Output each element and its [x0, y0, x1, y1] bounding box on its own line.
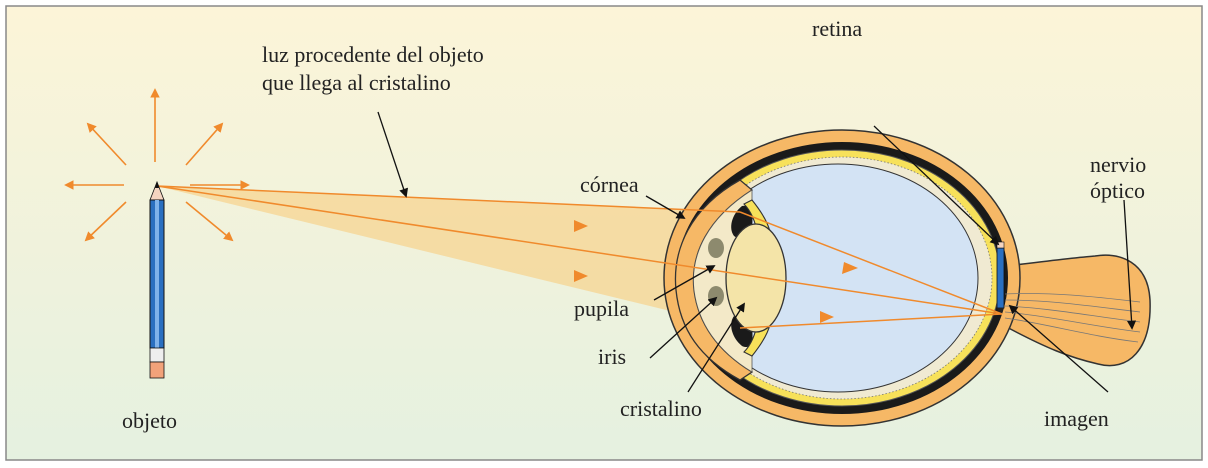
pupil-edge-top	[708, 238, 724, 258]
label-nerve-line2: óptico	[1090, 178, 1145, 203]
label-object: objeto	[122, 408, 177, 433]
crystalline-lens	[726, 224, 786, 332]
label-nerve-line1: nervio	[1090, 152, 1146, 177]
label-cornea: córnea	[580, 172, 639, 197]
label-light-line2: que llega al cristalino	[262, 70, 451, 95]
label-image: imagen	[1044, 406, 1109, 431]
label-light-line1: luz procedente del objeto	[262, 42, 484, 67]
label-pupil: pupila	[574, 296, 629, 321]
label-retina: retina	[812, 16, 862, 41]
label-iris: iris	[598, 344, 626, 369]
retinal-image-pencil-icon	[997, 242, 1004, 316]
pencil-icon	[150, 182, 164, 378]
label-lens: cristalino	[620, 396, 702, 421]
